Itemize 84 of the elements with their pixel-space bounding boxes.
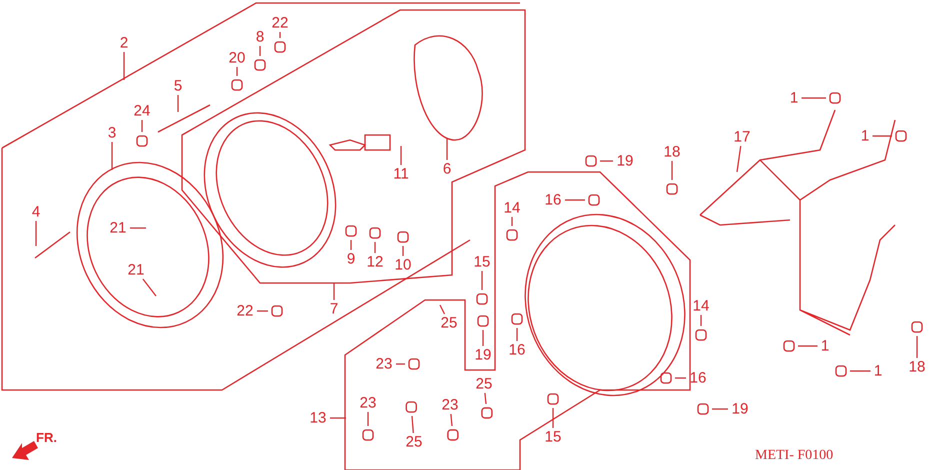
callout-number: 23: [442, 398, 458, 412]
callout-number: 1: [820, 338, 830, 354]
leader-line: [671, 161, 673, 180]
callout-number: 1: [790, 90, 798, 106]
callout-number: 20: [228, 50, 246, 66]
leader-line: [484, 392, 487, 404]
callout-number: 1: [874, 364, 882, 378]
callout-number: 19: [732, 402, 748, 416]
leader-line: [396, 363, 405, 365]
callout-number: 14: [504, 200, 520, 216]
leader-line: [516, 328, 518, 341]
callout-number: 14: [692, 298, 710, 314]
leader-line: [736, 146, 742, 172]
callout-number: 2: [120, 36, 128, 50]
leader-line: [450, 414, 453, 426]
leader-line: [552, 408, 554, 428]
leader-line: [872, 135, 892, 137]
callout-number: 16: [690, 370, 706, 386]
leader-line: [177, 95, 179, 112]
callout-number: 22: [272, 16, 288, 30]
callout-number: 21: [128, 262, 144, 278]
leader-line: [482, 330, 484, 346]
leader-line: [350, 240, 352, 250]
leader-line: [279, 32, 281, 38]
callout-number: 23: [360, 396, 376, 410]
leader-line: [565, 199, 585, 201]
callout-number: 6: [442, 162, 452, 176]
leader-line: [35, 221, 37, 246]
leader-line: [123, 52, 125, 80]
callout-number: 15: [474, 254, 490, 270]
callout-number: 9: [346, 252, 356, 266]
callout-number: 5: [174, 78, 182, 94]
callout-number: 13: [310, 410, 326, 426]
leader-line: [111, 142, 113, 170]
callout-number: 25: [406, 434, 422, 450]
callout-number: 25: [440, 316, 458, 330]
leader-line: [257, 310, 268, 312]
leader-line: [402, 246, 404, 256]
leader-line: [130, 227, 146, 229]
leader-line: [446, 138, 448, 160]
callout-number: 18: [664, 144, 680, 160]
leader-line: [330, 417, 346, 419]
callout-number: 18: [908, 360, 926, 374]
leader-line: [802, 97, 826, 99]
leader-line: [333, 283, 335, 300]
leader-line: [600, 160, 613, 162]
callout-number: 15: [544, 430, 562, 444]
callout-number: 25: [476, 376, 492, 392]
direction-label: FR.: [36, 430, 57, 445]
callout-number: 17: [734, 130, 750, 144]
callout-number: 1: [860, 128, 870, 144]
leader-line: [367, 412, 369, 426]
leader-line: [712, 408, 728, 410]
leader-line: [798, 345, 818, 347]
callout-number: 10: [394, 258, 412, 272]
leader-line: [511, 217, 513, 226]
leader-line: [141, 120, 143, 132]
callout-number: 22: [236, 304, 254, 318]
callout-number: 19: [474, 348, 492, 362]
callout-number: 11: [393, 166, 409, 182]
leader-line: [411, 416, 414, 434]
callout-number: 16: [544, 192, 562, 208]
leader-line: [700, 315, 702, 326]
leader-line: [675, 377, 686, 379]
drawing-code: METI- F0100: [755, 448, 834, 464]
leader-line: [439, 304, 446, 314]
leader-line: [374, 242, 376, 253]
leader-line: [236, 67, 238, 76]
callout-number: 12: [366, 254, 384, 270]
callout-number: 24: [134, 104, 150, 118]
callout-number: 3: [108, 126, 116, 140]
callout-number: 7: [330, 302, 338, 316]
leader-line: [259, 46, 261, 56]
leader-line: [142, 278, 156, 296]
leader-line: [916, 336, 918, 358]
leader-line: [850, 370, 870, 372]
callout-number: 8: [256, 30, 264, 44]
leader-line: [400, 146, 402, 165]
leader-line: [481, 271, 483, 290]
callout-number: 21: [110, 220, 126, 236]
callout-number: 4: [32, 204, 40, 220]
callout-number: 23: [376, 356, 392, 372]
callout-number: 16: [508, 342, 526, 358]
callout-number: 19: [616, 154, 634, 168]
